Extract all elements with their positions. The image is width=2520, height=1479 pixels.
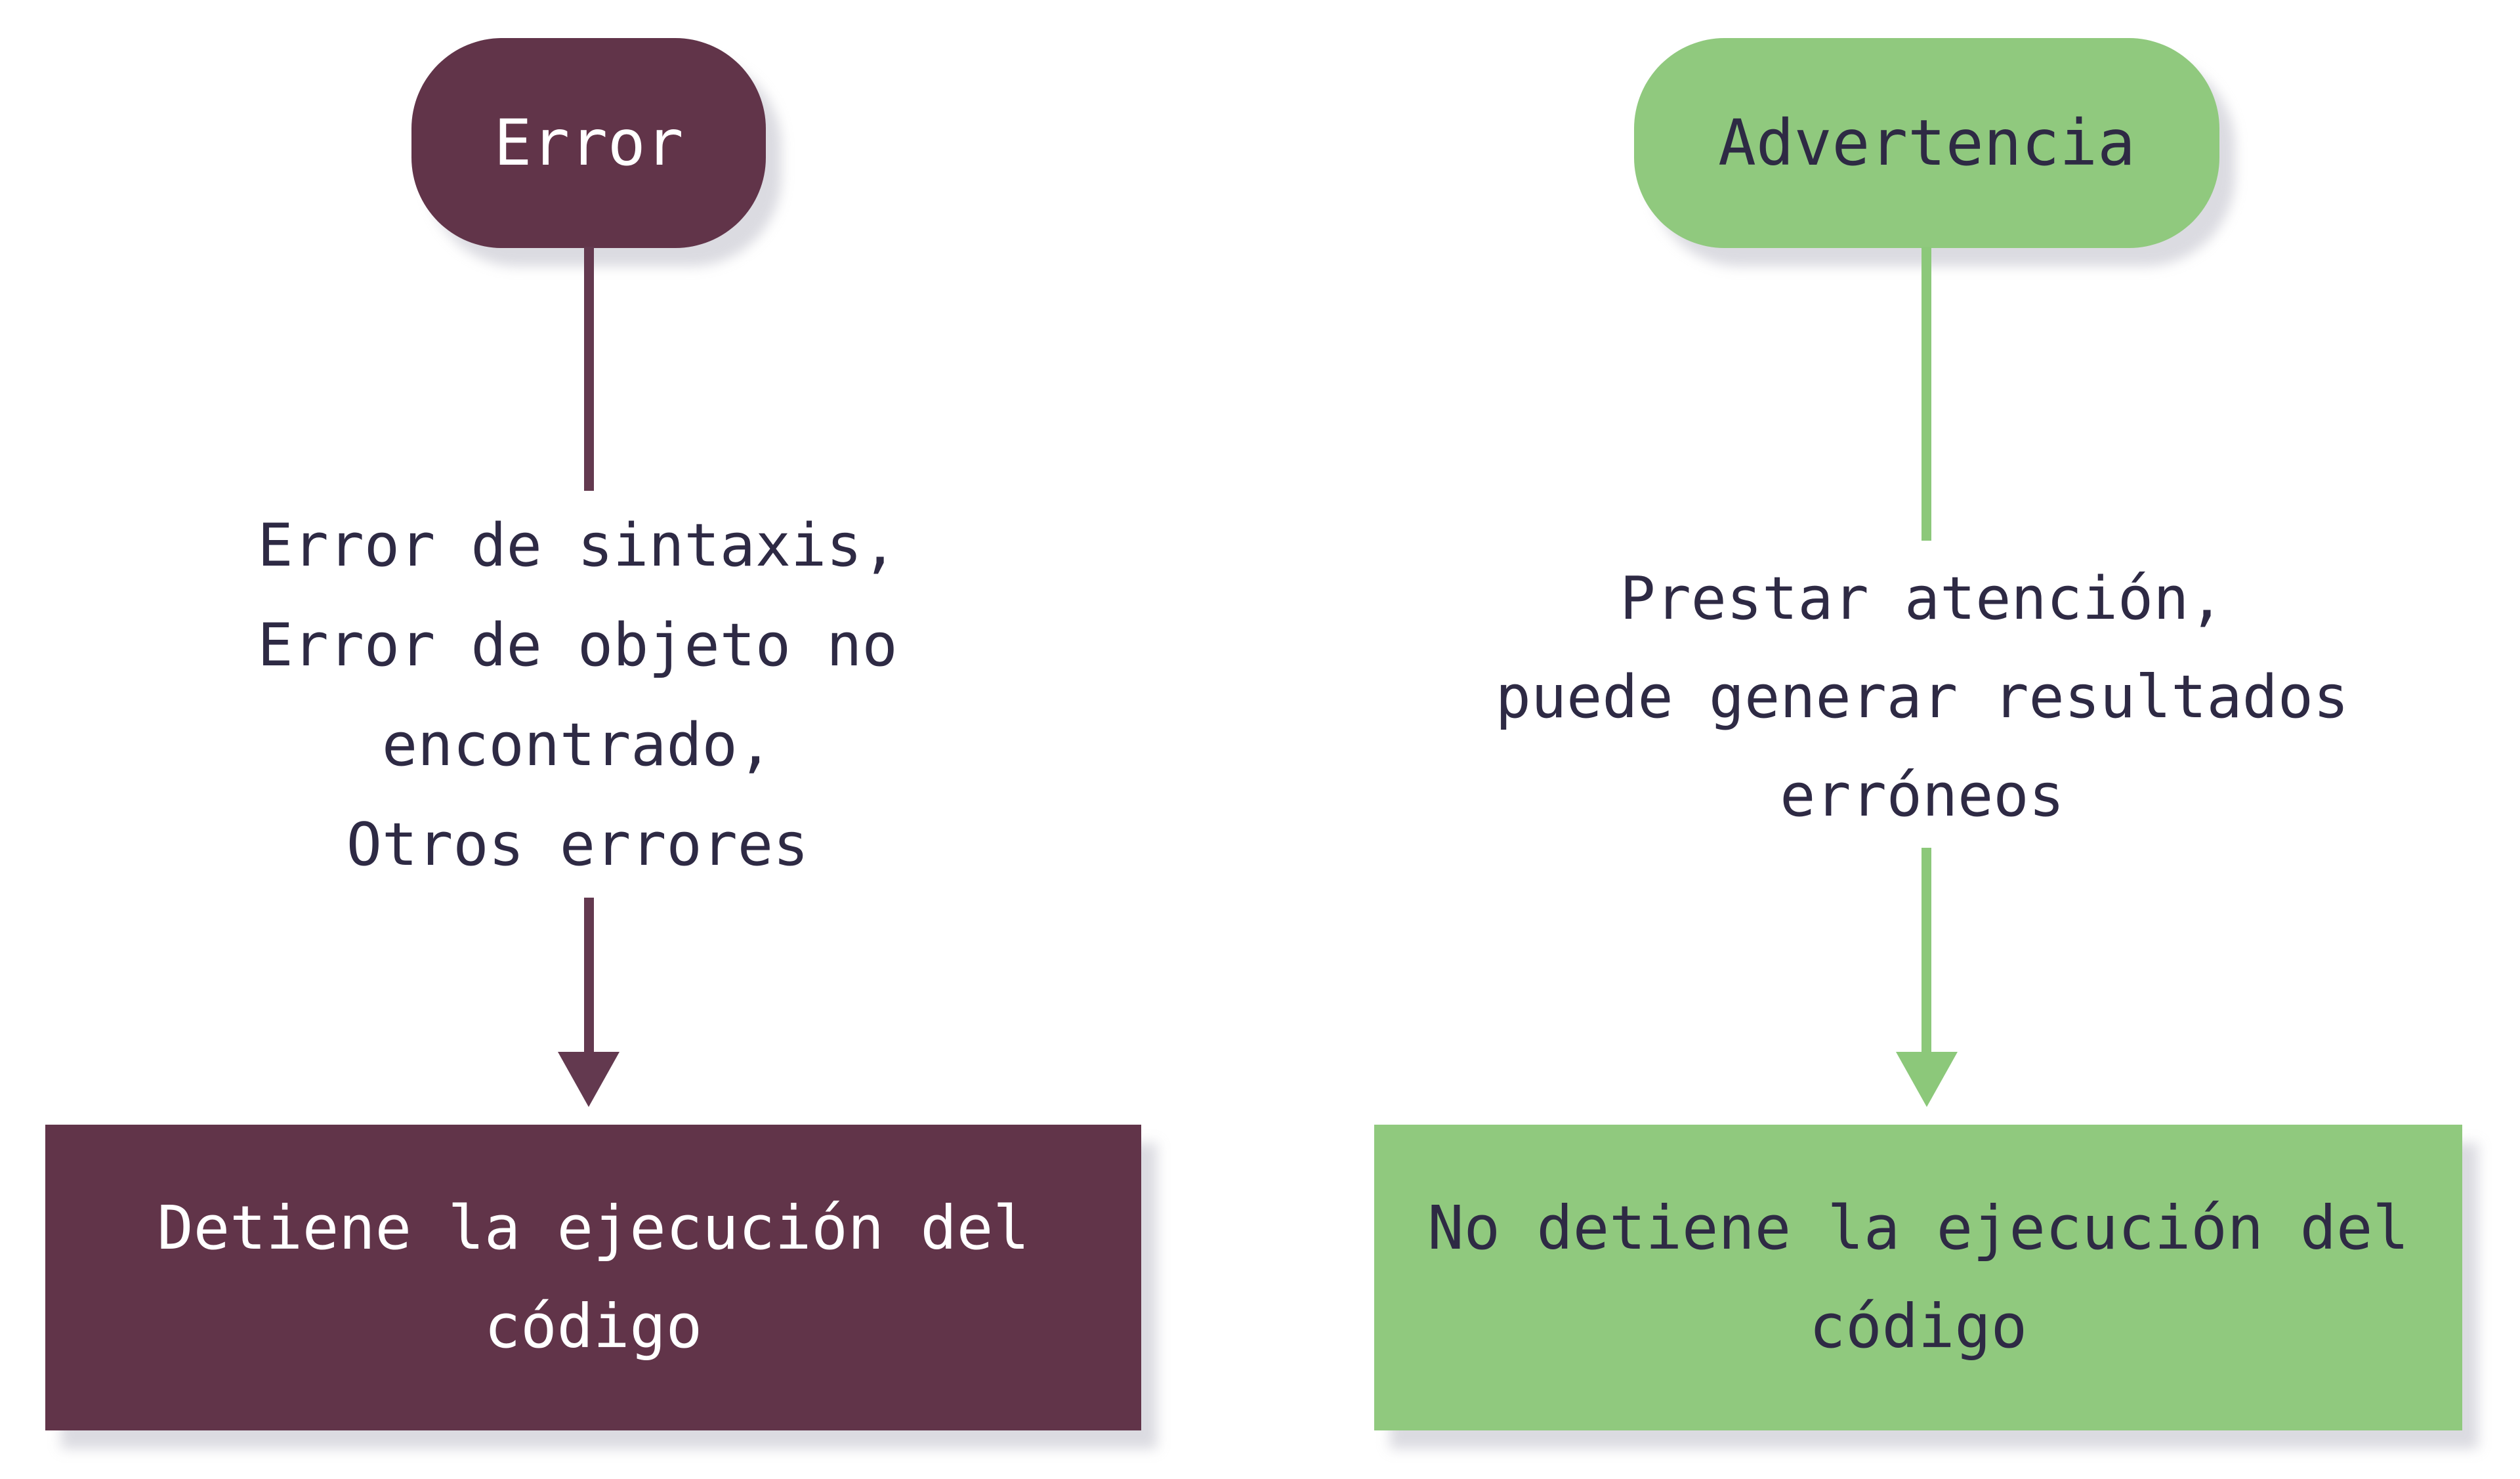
advertencia-pill-label: Advertencia: [1718, 106, 2135, 180]
error-outcome-line: Detiene la ejecución del: [157, 1193, 1030, 1263]
advertencia-pill: Advertencia: [1634, 38, 2219, 248]
advertencia-causes-line: puede generar resultados: [1495, 663, 2349, 732]
arrow-down-icon: [558, 1052, 620, 1107]
advertencia-outcome-box: No detiene la ejecución del código: [1374, 1125, 2462, 1430]
advertencia-outcome-line: No detiene la ejecución del: [1427, 1193, 2409, 1263]
advertencia-causes-text: Prestar atención, puede generar resultad…: [1430, 550, 2414, 845]
advertencia-arrow-shaft-top: [1922, 247, 1931, 541]
error-causes-text: Error de sintaxis, Error de objeto no en…: [85, 496, 1070, 895]
advertencia-outcome-line: código: [1809, 1291, 2028, 1362]
error-pill-label: Error: [494, 106, 684, 180]
error-arrow-shaft-bottom: [584, 898, 594, 1053]
advertencia-causes-line: erróneos: [1780, 761, 2065, 830]
error-outcome-box: Detiene la ejecución del código: [45, 1125, 1141, 1430]
error-causes-line: Error de sintaxis,: [257, 511, 898, 580]
arrow-down-icon: [1896, 1052, 1958, 1107]
advertencia-causes-line: Prestar atención,: [1620, 564, 2225, 633]
error-causes-line: Error de objeto no: [257, 611, 898, 680]
error-causes-line: Otros errores: [346, 810, 809, 879]
error-causes-line: encontrado,: [381, 711, 774, 780]
error-pill: Error: [411, 38, 766, 248]
error-outcome-line: código: [484, 1291, 703, 1362]
error-arrow-shaft-top: [584, 247, 594, 491]
advertencia-arrow-shaft-bottom: [1922, 848, 1931, 1053]
